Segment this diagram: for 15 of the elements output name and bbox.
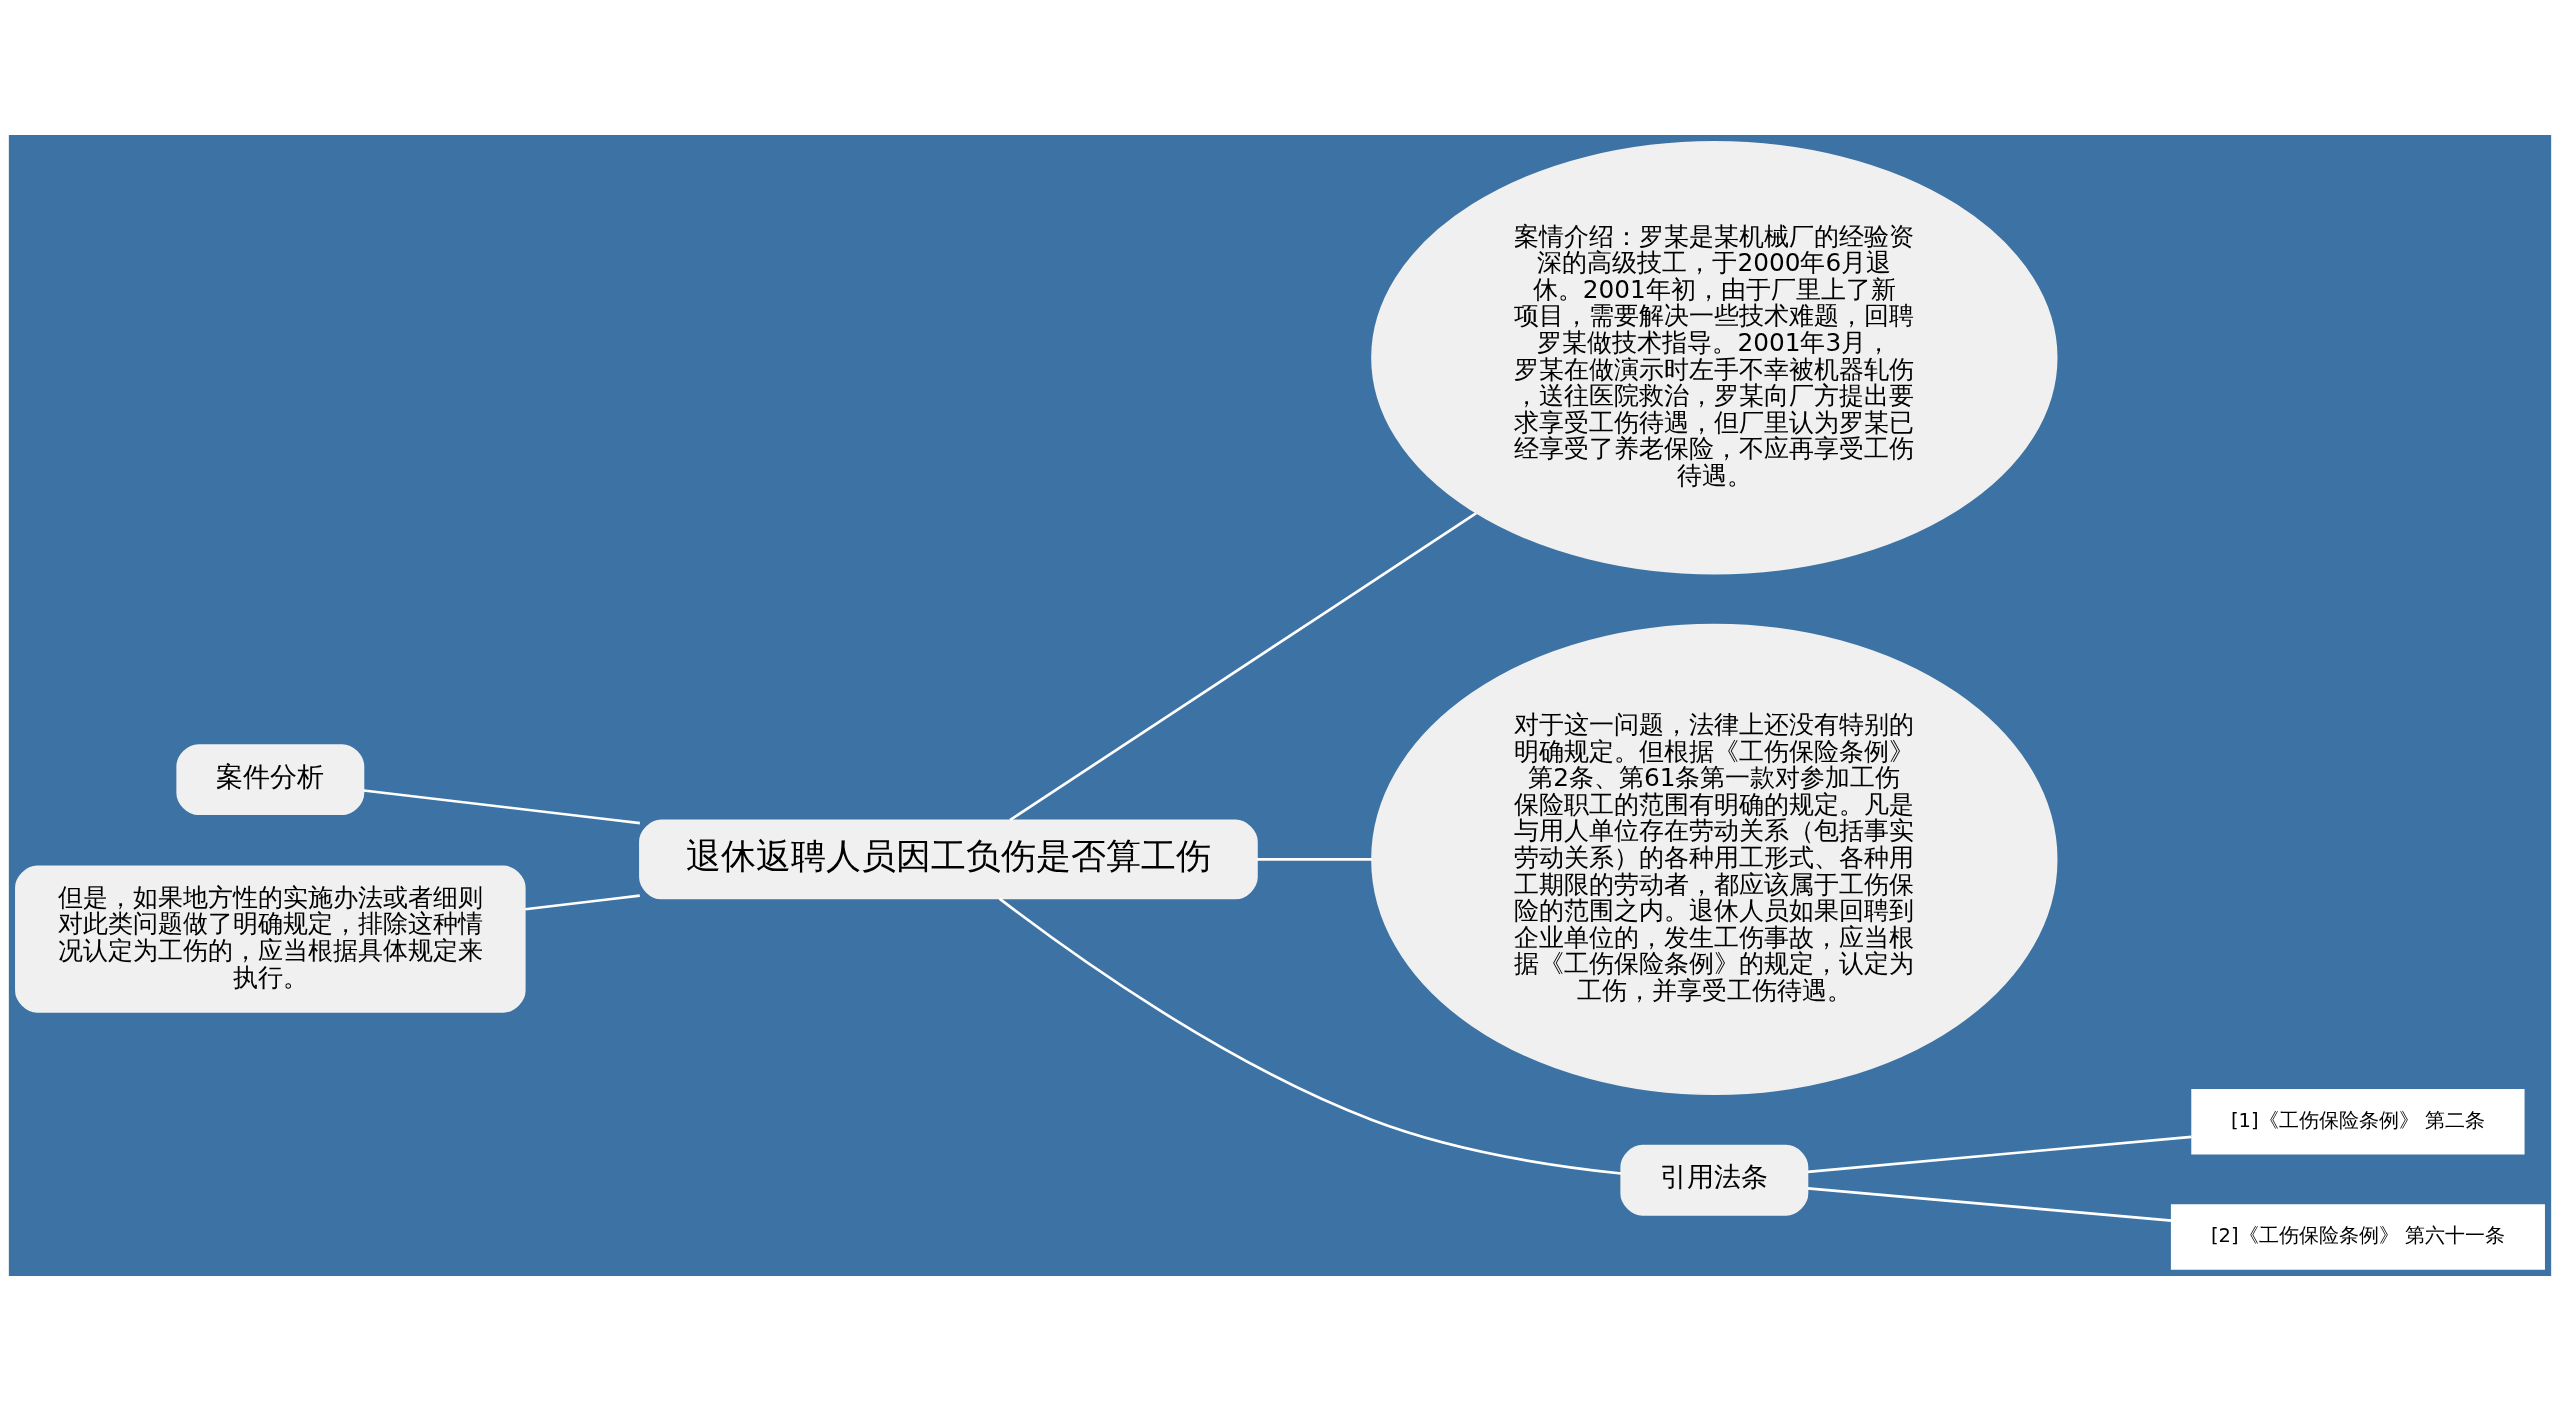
connector [363, 789, 640, 825]
node-box: 但是，如果地方性的实施办法或者细则对此类问题做了明确规定，排除这种情况认定为工伤的，应当根据具体规定来执行。 [15, 865, 526, 1013]
node-box: 退休返聘人员因工负伤是否算工伤 [639, 819, 1258, 900]
node-box: 引用法条 [1620, 1144, 1809, 1216]
node-box: [2]《工伤保险条例》 第六十一条 [2170, 1204, 2545, 1270]
node-box: 案件分析 [176, 744, 365, 816]
connector [998, 897, 1622, 1175]
node-box: [1]《工伤保险条例》 第二条 [2191, 1088, 2525, 1155]
node-ellipse: 对于这一问题，法律上还没有特别的明确规定。但根据《工伤保险条例》第2条、第61条第一款对参加工伤保险职工的范围有明确的规定。凡是与用人单位存在劳动关系（包括事实劳动关系）的各种用工形式、各种用工期限的劳动者，都应该属于工伤保险的范围之内。退休人员如果回聘到企业单位的，发生工伤事故，应当根据《工伤保险条例》的规定，认定为工伤，并享受工伤待遇。 [1371, 623, 2058, 1096]
connector [525, 894, 640, 911]
node-ellipse: 案情介绍：罗某是某机械厂的经验资深的高级技工，于2000年6月退休。2001年初，由于厂里上了新项目，需要解决一些技术难题，回聘罗某做技术指导。2001年3月，罗某在做演示时左手不幸被机器轧伤，送往医院救治，罗某向厂方提出要求享受工伤待遇，但厂里认为罗某已经享受了养老保险，不应再享受工伤待遇。 [1371, 141, 2058, 575]
connector [1807, 1187, 2172, 1222]
connector [1256, 858, 1373, 861]
connector [1807, 1135, 2192, 1174]
connector [1009, 512, 1477, 822]
